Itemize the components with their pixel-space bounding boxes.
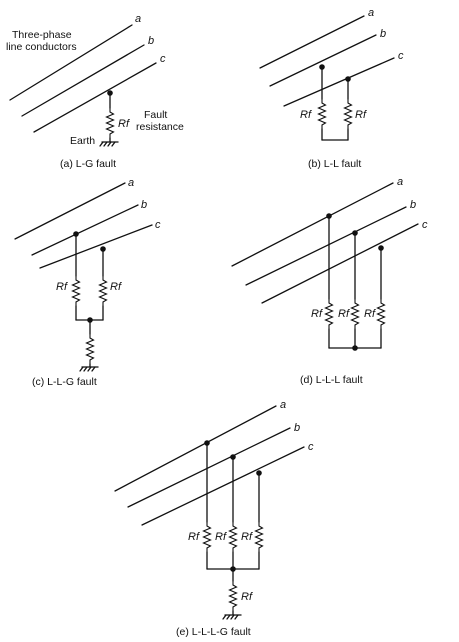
conductor-c — [283, 57, 395, 107]
caption-e: (e) L-L-L-G fault — [176, 626, 251, 638]
phase-label-a: a — [368, 7, 374, 19]
ground-icon — [99, 141, 119, 147]
ground-icon — [222, 614, 242, 620]
three-phase-label: Three-phase — [12, 29, 72, 41]
phase-label-c: c — [398, 50, 404, 62]
rf-label-2: Rf — [338, 308, 350, 320]
panel-lll-fault: a b c Rf Rf Rf (d) L-L-L fault — [231, 176, 428, 386]
caption-a: (a) L-G fault — [60, 158, 116, 170]
conductor-c — [33, 62, 157, 133]
fault-resistor-1 — [71, 275, 81, 307]
line-conductors-label: line conductors — [6, 41, 77, 53]
phase-label-a: a — [397, 176, 403, 188]
rf-label-1: Rf — [311, 308, 323, 320]
rf-label-3: Rf — [364, 308, 376, 320]
resistance-label: resistance — [136, 121, 184, 133]
conductor-b — [21, 44, 145, 117]
fault-resistor-2 — [343, 98, 353, 130]
conductor-a — [114, 405, 277, 492]
fault-resistor-2 — [350, 298, 360, 330]
panel-ll-fault: a b c Rf Rf (b) L-L fault — [259, 7, 404, 170]
rf-label-3: Rf — [241, 531, 253, 543]
fault-resistor — [105, 107, 115, 139]
conductor-c — [39, 224, 153, 269]
rf-label-2: Rf — [215, 531, 227, 543]
phase-label-a: a — [280, 399, 286, 411]
conductor-a — [9, 24, 133, 101]
conductor-c — [141, 446, 305, 526]
phase-label-b: b — [294, 422, 300, 434]
phase-label-a: a — [135, 13, 141, 25]
rf-label-1: Rf — [188, 531, 200, 543]
fault-resistor-3 — [254, 521, 264, 553]
rf-label-2: Rf — [110, 281, 122, 293]
conductor-c — [261, 223, 419, 304]
conductor-b — [31, 204, 139, 256]
ground-icon — [79, 366, 99, 372]
panel-lllg-fault: a b c Rf Rf Rf Rf (e) L-L-L-G fault — [114, 399, 314, 638]
conductor-b — [245, 206, 407, 286]
rf-label-1: Rf — [300, 109, 312, 121]
caption-c: (c) L-L-G fault — [32, 376, 97, 388]
fault-resistor-2 — [228, 521, 238, 553]
fault-resistor-1 — [202, 521, 212, 553]
rf-label: Rf — [118, 118, 130, 130]
phase-label-c: c — [160, 53, 166, 65]
fault-resistor-1 — [324, 298, 334, 330]
earth-label: Earth — [70, 135, 95, 147]
caption-b: (b) L-L fault — [308, 158, 361, 170]
fault-resistor-3 — [376, 298, 386, 330]
phase-label-b: b — [148, 35, 154, 47]
caption-d: (d) L-L-L fault — [300, 374, 363, 386]
conductor-a — [14, 182, 126, 240]
fault-label: Fault — [144, 109, 167, 121]
phase-label-a: a — [128, 177, 134, 189]
phase-label-c: c — [155, 219, 161, 231]
rf-label-1: Rf — [56, 281, 68, 293]
panel-lg-fault: a b c Three-phase line conductors Rf Fau… — [6, 13, 184, 170]
conductor-a — [231, 182, 394, 267]
ground-resistor — [228, 580, 238, 612]
rf-label-2: Rf — [355, 109, 367, 121]
ground-resistor — [85, 333, 95, 365]
fault-resistor-1 — [317, 98, 327, 130]
phase-label-b: b — [380, 28, 386, 40]
panel-llg-fault: a b c Rf Rf (c) L-L-G fault — [14, 177, 161, 388]
conductor-b — [127, 427, 291, 508]
phase-label-b: b — [141, 199, 147, 211]
phase-label-b: b — [410, 199, 416, 211]
phase-label-c: c — [422, 219, 428, 231]
conductor-b — [269, 34, 377, 87]
fault-resistor-2 — [98, 275, 108, 307]
phase-label-c: c — [308, 441, 314, 453]
conductor-a — [259, 15, 365, 69]
rf-label-ground: Rf — [241, 591, 253, 603]
star-node — [352, 345, 358, 351]
